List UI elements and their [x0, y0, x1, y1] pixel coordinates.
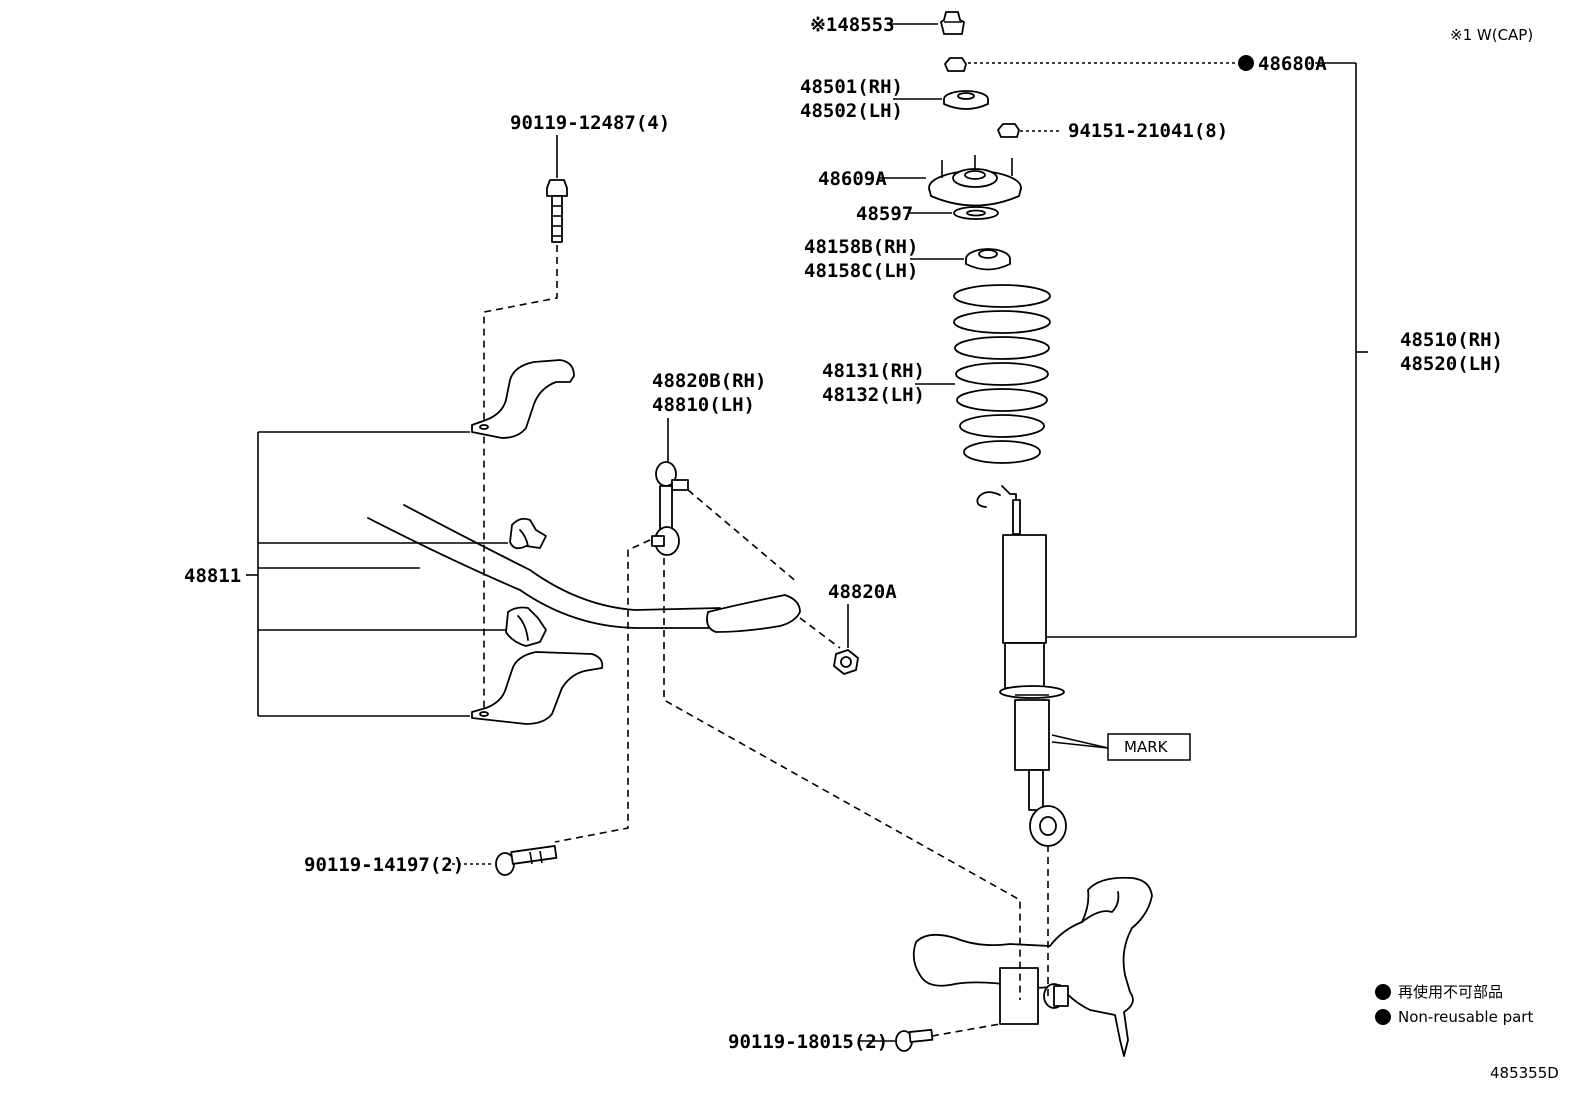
legend-dot-en-icon — [1375, 1009, 1391, 1025]
lower-arm-part — [912, 876, 1153, 1057]
stabilizer-bracket-upper — [471, 359, 575, 439]
link-nut-part — [833, 649, 859, 675]
dash-arm-bolt — [931, 1023, 1001, 1037]
upper-support-part — [928, 155, 1022, 207]
label-absorber-lh: 48520(LH) — [1400, 353, 1503, 375]
insulator-part — [965, 248, 1011, 271]
label-insulator-lh: 48158C(LH) — [804, 260, 918, 282]
bracket-48811 — [246, 431, 508, 717]
label-spring-lh: 48132(LH) — [822, 384, 925, 406]
label-bracket-bolt: 90119-12487(4) — [510, 112, 670, 134]
coil-spring-part — [953, 284, 1051, 464]
stabilizer-bushing-upper — [509, 517, 547, 550]
upper-nut-part — [944, 57, 967, 72]
label-support: 48609A — [818, 168, 887, 190]
label-mark: MARK — [1124, 738, 1169, 756]
label-arm-bolt: 90119-18015(2) — [728, 1031, 888, 1053]
dash-link-upper — [687, 489, 799, 584]
non-reusable-dot-icon — [1238, 55, 1254, 71]
label-link-nut: 48820A — [828, 581, 897, 603]
label-insulator-rh: 48158B(RH) — [804, 236, 918, 258]
stabilizer-link-part — [651, 461, 689, 556]
dash-link-bolt — [554, 539, 651, 843]
label-small-nut: 94151-21041(8) — [1068, 120, 1228, 142]
lower-bolt-part — [495, 845, 558, 876]
label-lower-bolt: 90119-14197(2) — [304, 854, 464, 876]
leader-mark-2 — [1051, 741, 1109, 749]
bracket-bolt-part — [546, 179, 568, 243]
label-upper-nut: 48680A — [1258, 53, 1327, 75]
label-link-rh: 48820B(RH) — [652, 370, 766, 392]
legend-dot-jp-icon — [1375, 984, 1391, 1000]
bearing-part — [943, 90, 989, 110]
stabilizer-bar-end — [706, 594, 801, 633]
washer-part — [953, 206, 999, 220]
spring-hook-part — [976, 485, 1017, 521]
dash-link-arm — [663, 558, 1021, 1000]
label-link-lh: 48810(LH) — [652, 394, 755, 416]
label-bearing-rh: 48501(RH) — [800, 76, 903, 98]
legend-en: Non-reusable part — [1398, 1008, 1533, 1026]
dash-link-nut — [799, 617, 841, 649]
label-washer: 48597 — [856, 203, 913, 225]
label-stabilizer: 48811 — [184, 565, 241, 587]
legend-jp: 再使用不可部品 — [1398, 983, 1503, 1001]
stabilizer-bushing-lower — [505, 606, 547, 647]
label-bearing-lh: 48502(LH) — [800, 100, 903, 122]
label-spring-rh: 48131(RH) — [822, 360, 925, 382]
mark-box — [1107, 733, 1191, 761]
diagram-id: 485355D — [1490, 1064, 1559, 1082]
cap-part — [940, 11, 965, 35]
arm-bolt-part — [895, 1028, 934, 1052]
leader-mark — [1051, 734, 1109, 749]
stabilizer-bar-bottom-line — [403, 504, 721, 611]
label-absorber-rh: 48510(RH) — [1400, 329, 1503, 351]
stabilizer-bracket-lower — [471, 651, 604, 725]
dash-bracket-bolt — [483, 245, 558, 715]
label-cap: ※148553 — [810, 14, 895, 36]
shock-absorber-part — [999, 499, 1067, 847]
small-nut-part — [997, 123, 1020, 138]
note-cap: ※1 W(CAP) — [1450, 26, 1533, 44]
